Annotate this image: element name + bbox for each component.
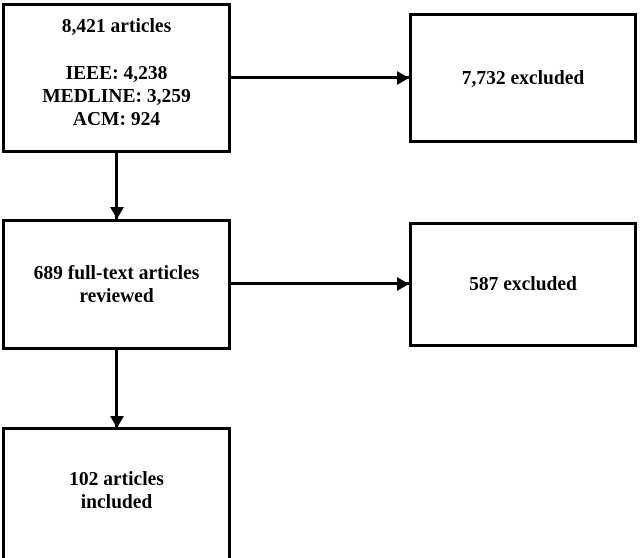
excluded-eligibility-label: 587 excluded [469, 274, 577, 295]
fulltext-label-line1: 689 full-text articles [33, 262, 200, 284]
arrow-head-right-icon [397, 276, 409, 291]
arrow-head-down-icon [109, 416, 124, 428]
identification-total-label: 8,421 articles [61, 16, 172, 37]
arrow-shaft [231, 282, 409, 285]
arrow-shaft [115, 350, 118, 427]
fulltext-label-line2: reviewed [79, 285, 154, 307]
arrow-shaft [115, 153, 118, 219]
box-excluded-screening: 7,732 excluded [409, 13, 637, 143]
arrow-head-down-icon [109, 207, 124, 219]
arrow-shaft [231, 76, 409, 79]
source-ieee-label: IEEE: 4,238 [65, 63, 168, 84]
box-excluded-eligibility: 587 excluded [409, 222, 637, 347]
arrow-head-right-icon [397, 70, 409, 85]
box-included: 102 articles included [2, 427, 231, 558]
excluded-screening-label: 7,732 excluded [461, 67, 585, 89]
box-fulltext-reviewed: 689 full-text articles reviewed [2, 219, 231, 350]
source-medline-label: MEDLINE: 3,259 [42, 86, 191, 107]
box-identification: 8,421 articles IEEE: 4,238 MEDLINE: 3,25… [2, 3, 231, 153]
identification-source-list: IEEE: 4,238 MEDLINE: 3,259 ACM: 924 [42, 62, 190, 131]
included-label-line1: 102 articles [69, 469, 164, 490]
included-label-line2: included [80, 492, 153, 513]
source-acm-label: ACM: 924 [72, 109, 161, 130]
